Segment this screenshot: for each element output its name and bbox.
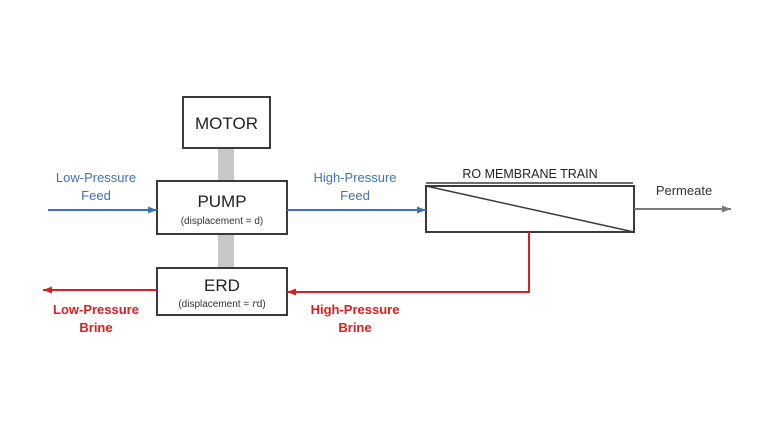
lp-brine-label-line2: Brine [79, 320, 112, 335]
hp-brine-label-line2: Brine [338, 320, 371, 335]
erd-displacement-ratio: r [252, 299, 258, 310]
erd-box [156, 267, 288, 316]
membrane-block: RO MEMBRANE TRAIN [425, 167, 635, 233]
hp-brine-label-line1: High-Pressure [311, 302, 400, 317]
lp-feed-label-line2: Feed [81, 188, 111, 203]
erd-displacement-label: (displacement = rd) [178, 299, 265, 310]
hp-feed-label-line2: Feed [340, 188, 370, 203]
motor-pump-shaft [218, 148, 234, 181]
motor-box [182, 96, 271, 149]
permeate-label: Permeate [656, 183, 712, 198]
lp-feed-label-line1: Low-Pressure [56, 170, 136, 185]
erd-block: ERD (displacement = rd) [156, 267, 288, 316]
erd-displacement-prefix: (displacement = [178, 299, 252, 310]
membrane-diagonal [425, 185, 635, 233]
pump-label: PUMP [197, 192, 246, 211]
hp-feed-label-line1: High-Pressure [313, 170, 396, 185]
erd-label: ERD [204, 276, 240, 295]
erd-displacement-suffix: d) [257, 299, 266, 310]
lp-brine-label-line1: Low-Pressure [53, 302, 139, 317]
membrane-label: RO MEMBRANE TRAIN [462, 167, 597, 181]
pump-block: PUMP (displacement = d) [156, 180, 288, 235]
pump-box [156, 180, 288, 235]
pump-erd-shaft [218, 235, 234, 268]
hp-brine-arrow [287, 232, 530, 296]
motor-block: MOTOR [182, 96, 271, 149]
motor-label: MOTOR [195, 114, 258, 133]
pump-displacement-label: (displacement = d) [181, 216, 264, 227]
